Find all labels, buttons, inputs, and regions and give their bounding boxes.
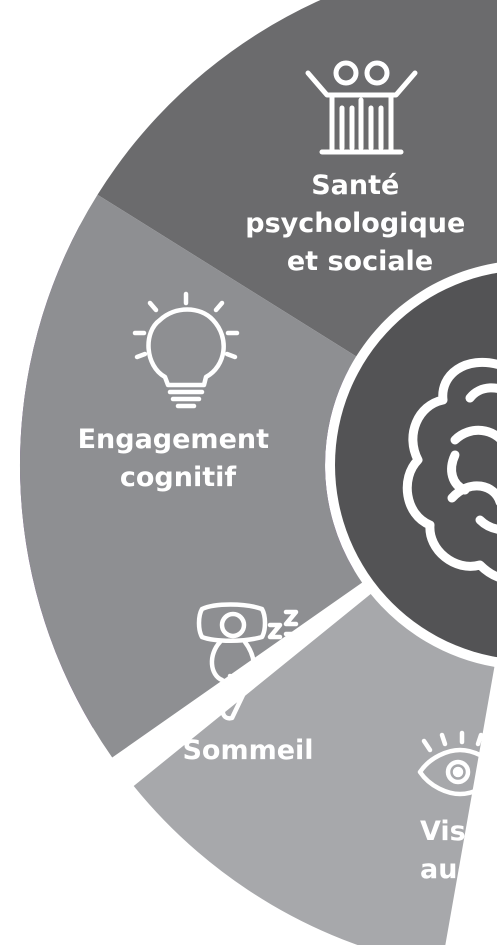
segment-sommeil (19, 194, 363, 758)
label-sommeil: Sommeil (182, 735, 313, 766)
label-line: Santé (311, 170, 399, 201)
label-sante-psychologique: Santé psychologique et sociale (245, 170, 474, 277)
segment-sante-psychologique (97, 0, 497, 357)
people-icon (305, 60, 418, 155)
label-engagement-cognitif: Engagement cognitif (78, 424, 279, 493)
eye-icon (417, 730, 497, 797)
label-line: Sommeil (182, 735, 313, 766)
labels-layer: Santé psychologique et sociale Engagemen… (78, 170, 497, 885)
lightbulb-icon (132, 291, 240, 409)
brain-icon (402, 357, 497, 582)
segment-vision-audition (133, 594, 495, 945)
sleep-icon (196, 602, 299, 721)
label-vision-audition: Visio audit (420, 816, 497, 885)
label-line: Engagement (78, 424, 270, 455)
label-line: audit (420, 854, 497, 885)
label-line: cognitif (120, 462, 237, 493)
segments-layer (19, 0, 497, 945)
label-line: psychologique (245, 208, 465, 239)
label-line: Visio (420, 816, 494, 847)
label-line: et sociale (287, 246, 433, 277)
